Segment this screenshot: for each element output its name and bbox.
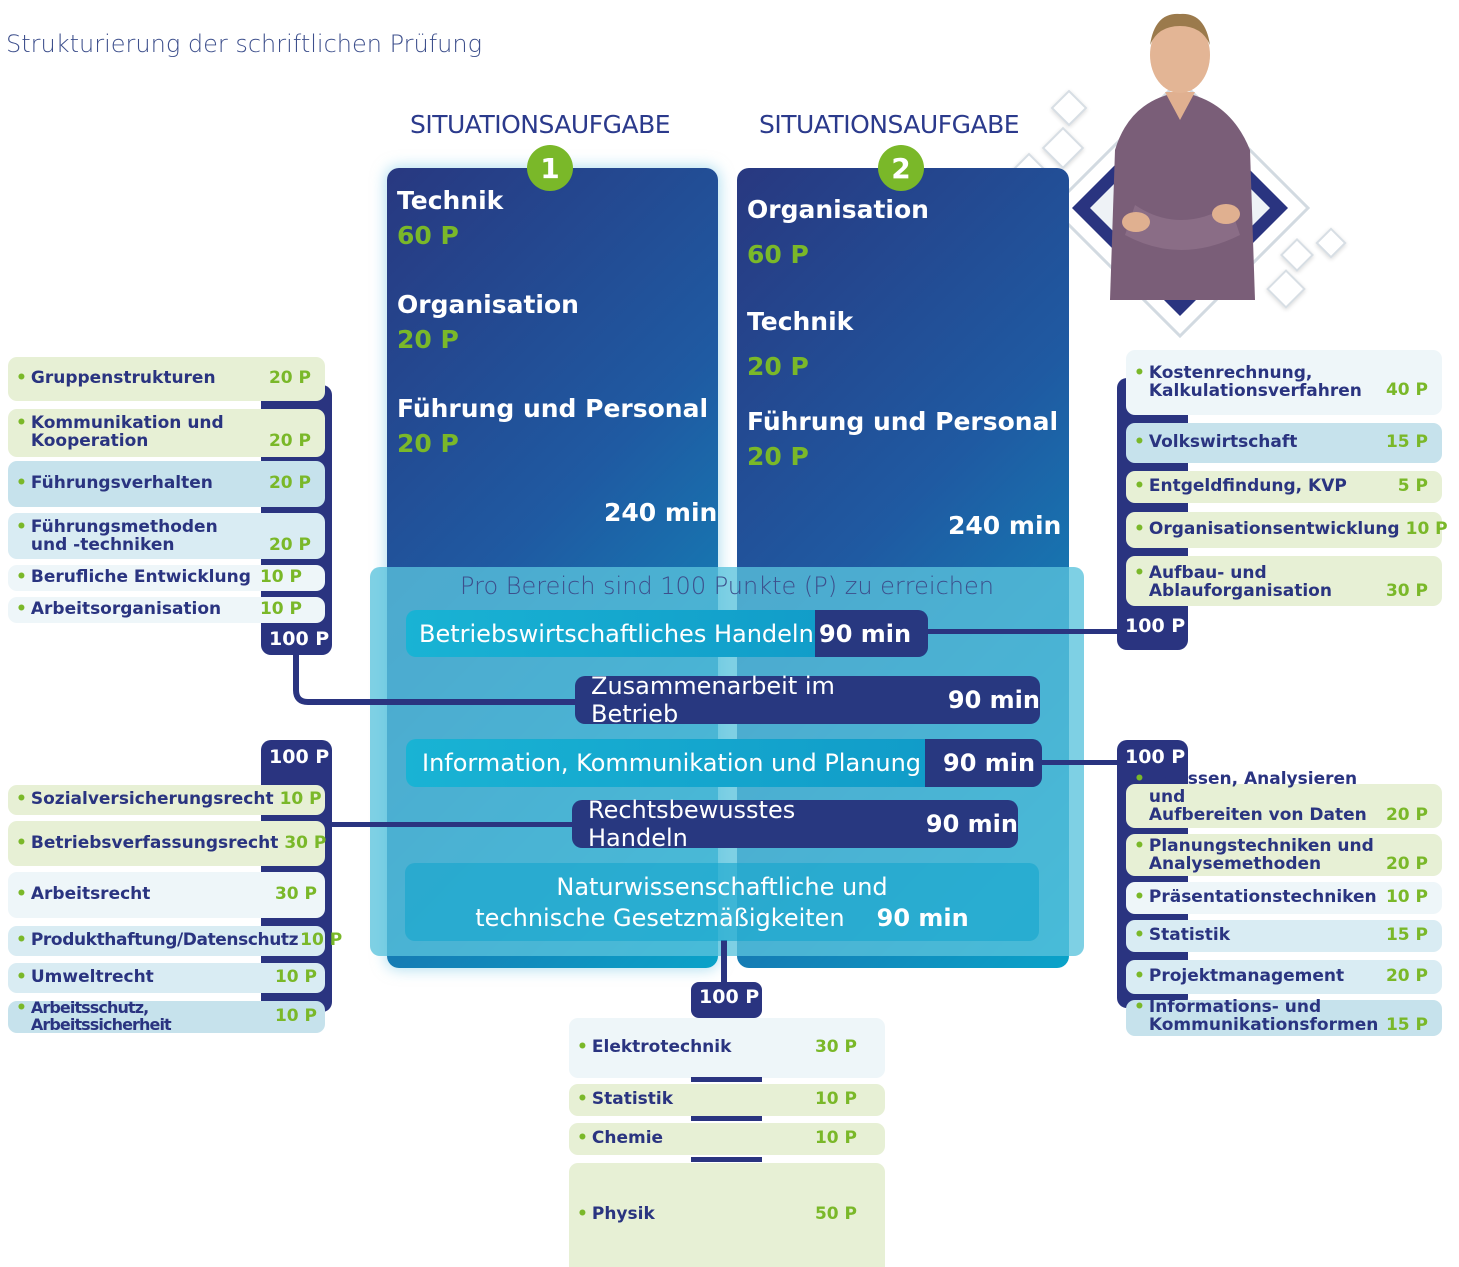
natur-divider: [691, 1077, 762, 1082]
situation2-points-organisation: 60 P: [747, 240, 809, 269]
situation1-subject-organisation: Organisation: [397, 290, 579, 319]
natur-total-tab: [691, 982, 762, 1018]
area-recht-label: Rechtsbewusstes Handeln: [588, 796, 796, 852]
area-bar-ikp-end: 90 min: [925, 739, 1042, 787]
situation2-points-fuehrung: 20 P: [747, 442, 809, 471]
situation2-points-technik: 20 P: [747, 352, 809, 381]
situation2-subject-technik: Technik: [747, 307, 854, 336]
ikp-total: 100 P: [1125, 746, 1186, 768]
person-photo: [1049, 13, 1311, 339]
situation1-subject-technik: Technik: [397, 186, 504, 215]
area-natur-duration: 90 min: [876, 903, 969, 932]
page-title: Strukturierung der schriftlichen Prüfung: [6, 30, 482, 58]
areas-caption: Pro Bereich sind 100 Punkte (P) zu errei…: [460, 572, 994, 600]
situation2-duration: 240 min: [948, 511, 1062, 540]
connector-zusammenarbeit-v: [293, 648, 299, 686]
natur-total: 100 P: [699, 986, 760, 1008]
natur-divider: [691, 1157, 762, 1162]
area-zusammenarbeit-duration: 90 min: [947, 686, 1040, 714]
situation2-number-badge: 2: [878, 145, 924, 191]
situation2-subject-fuehrung: Führung und Personal: [747, 407, 1059, 436]
recht-total: 100 P: [269, 746, 330, 768]
area-bwl-duration-display: 90 min: [819, 619, 912, 648]
connector-natur: [721, 940, 727, 986]
area-natur-label-line1: Naturwissenschaftliche und: [556, 872, 888, 901]
area-ikp-duration: 90 min: [943, 749, 1036, 777]
area-bar-bwl-end: 90 min: [815, 610, 928, 657]
connector-ikp: [1040, 760, 1120, 765]
area-natur-label-line2: technische Gesetzmäßigkeiten: [475, 903, 845, 932]
area-ikp-label: Information, Kommunikation und Planung: [422, 749, 922, 777]
connector-recht: [330, 822, 575, 827]
natur-divider: [691, 1116, 762, 1121]
situation1-heading: SITUATIONSAUFGABE: [410, 110, 671, 139]
situation1-points-technik: 60 P: [397, 221, 459, 250]
situation2-subject-organisation: Organisation: [747, 195, 929, 224]
situation2-heading: SITUATIONSAUFGABE: [759, 110, 1020, 139]
area-bwl-label: Betriebswirtschaftliches Handeln: [419, 619, 814, 648]
situation1-points-organisation: 20 P: [397, 325, 459, 354]
area-bar-recht: Rechtsbewusstes Handeln 90 min: [572, 796, 1018, 852]
area-zusammenarbeit-label: Zusammenarbeit im Betrieb: [591, 672, 835, 728]
zusammenarbeit-total: 100 P: [269, 628, 330, 650]
situation1-number-badge: 1: [527, 145, 573, 191]
area-bar-natur: Naturwissenschaftliche und technische Ge…: [405, 863, 1039, 941]
area-bar-zusammenarbeit: Zusammenarbeit im Betrieb 90 min: [575, 672, 1040, 728]
connector-bwl: [925, 629, 1120, 634]
situation1-subject-fuehrung: Führung und Personal: [397, 394, 709, 423]
situation1-duration: 240 min: [604, 498, 718, 527]
bwl-total: 100 P: [1125, 615, 1186, 637]
connector-zusammenarbeit-corner: [293, 680, 583, 705]
situation1-points-fuehrung: 20 P: [397, 429, 459, 458]
decorative-diamond: [1315, 227, 1347, 259]
area-recht-duration: 90 min: [925, 810, 1018, 838]
